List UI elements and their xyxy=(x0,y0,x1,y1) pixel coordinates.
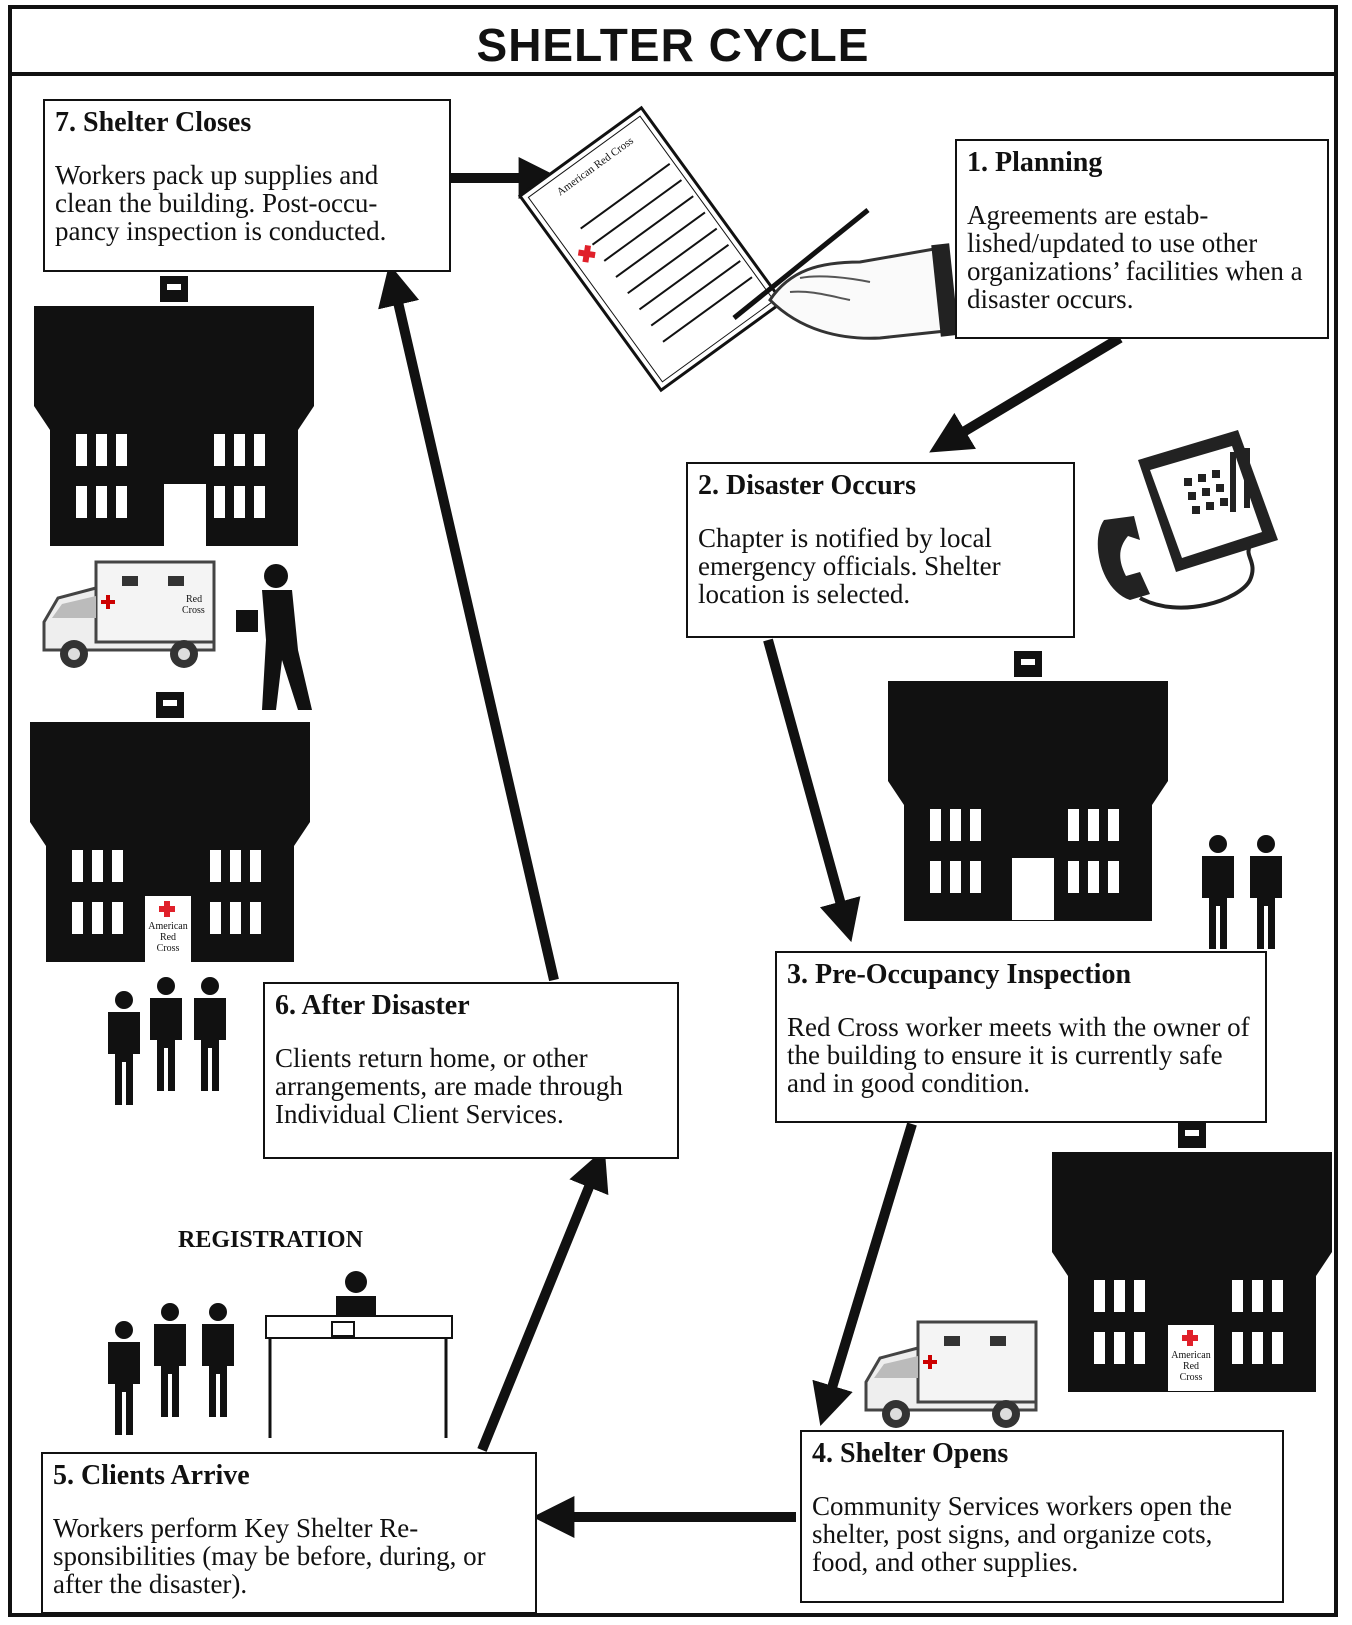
svg-text:Red: Red xyxy=(160,932,176,943)
title-divider xyxy=(8,72,1338,76)
step-heading: 6. After Disaster xyxy=(275,990,470,1021)
arrow-5-to-6 xyxy=(477,1148,609,1452)
hand-with-pen-icon xyxy=(732,208,959,340)
step-description: Workers pack up supplies and clean the b… xyxy=(55,160,387,246)
svg-text:Cross: Cross xyxy=(157,943,180,954)
agreement-document-icon xyxy=(517,105,785,393)
registration-label: REGISTRATION xyxy=(178,1227,363,1253)
arrow-2-to-3 xyxy=(763,638,861,943)
step-description: Community Services workers open the shel… xyxy=(812,1491,1232,1577)
svg-text:Cross: Cross xyxy=(182,605,205,616)
step-heading: 4. Shelter Opens xyxy=(812,1438,1009,1469)
diagram-title: SHELTER CYCLE xyxy=(476,19,870,71)
step-heading: 1. Planning xyxy=(967,147,1103,178)
building-icon-step6: American Red Cross xyxy=(30,692,310,962)
worker-carrying-box-icon xyxy=(236,564,312,710)
people-group-icon-step5 xyxy=(108,1303,234,1435)
step-heading: 5. Clients Arrive xyxy=(53,1460,250,1491)
step-3-pre-occupancy-inspection: 3. Pre-Occupancy Inspection Red Cross wo… xyxy=(775,951,1267,1123)
svg-text:Red: Red xyxy=(186,594,202,605)
svg-text:Cross: Cross xyxy=(1180,1372,1203,1383)
people-group-icon-step6 xyxy=(108,977,226,1105)
svg-text:American: American xyxy=(148,921,187,932)
red-cross-truck-icon-step7: Red Cross xyxy=(42,560,216,670)
step-6-after-disaster: 6. After Disaster Clients return home, o… xyxy=(263,982,679,1159)
step-description: Chapter is notified by local emergency o… xyxy=(698,523,1001,609)
step-heading: 3. Pre-Occupancy Inspection xyxy=(787,959,1132,990)
telephone-icon xyxy=(1097,430,1278,610)
red-cross-truck-icon-step4 xyxy=(864,1320,1038,1430)
building-door xyxy=(1012,858,1054,920)
arrow-6-to-7 xyxy=(378,263,559,982)
arrow-1-to-2 xyxy=(929,333,1123,453)
building-icon-step4: American Red Cross xyxy=(1052,1122,1332,1392)
step-heading: 7. Shelter Closes xyxy=(55,107,252,138)
step-2-disaster-occurs: 2. Disaster Occurs Chapter is notified b… xyxy=(686,462,1075,638)
people-group-icon-step3 xyxy=(1202,835,1282,949)
step-description: Clients return home, or other arrangemen… xyxy=(275,1043,623,1129)
svg-text:Red: Red xyxy=(1183,1361,1199,1372)
diagram-frame xyxy=(8,5,1338,1617)
svg-text:American: American xyxy=(1171,1350,1210,1361)
step-4-shelter-opens: 4. Shelter Opens Community Services work… xyxy=(800,1430,1284,1603)
step-heading: 2. Disaster Occurs xyxy=(698,470,916,501)
flow-arrows xyxy=(378,157,1123,1538)
registration-desk-icon xyxy=(265,1271,453,1438)
step-description: Workers perform Key Shelter Re-sponsibil… xyxy=(53,1513,486,1599)
building-door xyxy=(164,484,206,546)
step-description: Agreements are estab-lished/updated to u… xyxy=(967,200,1303,314)
step-1-planning: 1. Planning Agreements are estab-lished/… xyxy=(955,139,1329,339)
step-5-clients-arrive: 5. Clients Arrive Workers perform Key Sh… xyxy=(41,1452,537,1614)
arrow-3-to-4 xyxy=(812,1122,917,1427)
step-7-shelter-closes: 7. Shelter Closes Workers pack up suppli… xyxy=(43,99,451,272)
step-description: Red Cross worker meets with the owner of… xyxy=(787,1012,1250,1098)
